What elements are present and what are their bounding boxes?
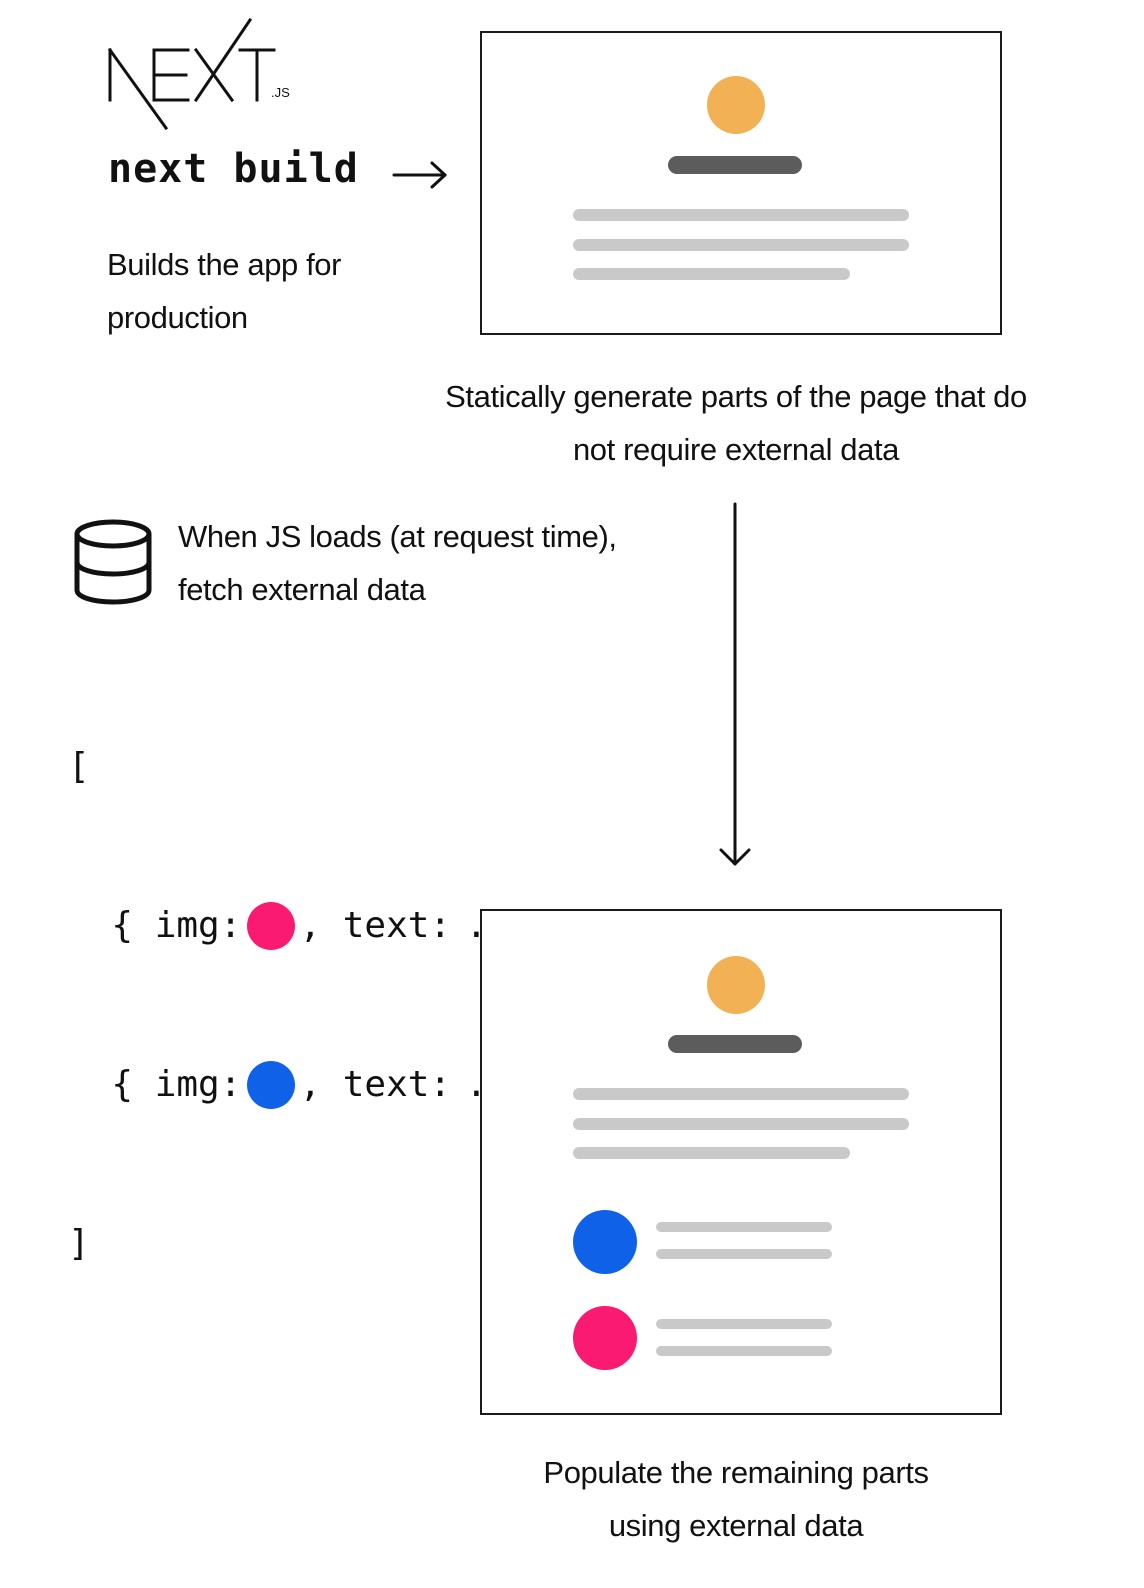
fetch-caption-line-2: fetch external data — [178, 572, 426, 607]
text-line-placeholder — [573, 1118, 909, 1130]
pink-image-dot — [573, 1306, 637, 1370]
text-line-placeholder — [573, 1147, 850, 1159]
text-line-placeholder — [573, 268, 850, 280]
code-close-bracket: ] — [68, 1223, 90, 1264]
populate-caption-line-1: Populate the remaining parts — [543, 1455, 929, 1490]
code-row: { img:, text: … }, — [68, 899, 559, 952]
arrow-right-icon — [392, 161, 447, 189]
code-row-prefix: { img: — [68, 905, 242, 946]
item-line-placeholder — [656, 1249, 832, 1259]
static-page-mockup — [480, 31, 1002, 335]
text-line-placeholder — [573, 209, 909, 221]
code-row-prefix: { img: — [68, 1064, 242, 1105]
command-label: next build — [108, 146, 359, 192]
static-caption-line-2: not require external data — [572, 432, 900, 467]
text-line-placeholder — [573, 239, 909, 251]
static-caption-line-1: Statically generate parts of the page th… — [445, 379, 1027, 414]
code-open-bracket: [ — [68, 746, 90, 787]
build-caption-line-1: Builds the app for — [107, 247, 342, 282]
blue-image-dot — [247, 1060, 296, 1109]
title-placeholder — [668, 1035, 802, 1053]
data-code-block: [ { img:, text: … }, { img:, text: … }, … — [68, 634, 559, 1323]
arrow-down-icon — [719, 502, 751, 866]
avatar-placeholder — [707, 956, 765, 1014]
populate-caption-line-2: using external data — [608, 1508, 864, 1543]
populate-caption: Populate the remaining parts using exter… — [480, 1446, 992, 1552]
item-line-placeholder — [656, 1319, 832, 1329]
text-line-placeholder — [573, 1088, 909, 1100]
build-caption: Builds the app for production — [107, 238, 427, 344]
populated-page-mockup — [480, 909, 1002, 1415]
title-placeholder — [668, 156, 802, 174]
nextjs-logo: .JS — [107, 18, 290, 131]
build-caption-line-2: production — [107, 300, 248, 335]
fetch-caption: When JS loads (at request time), fetch e… — [178, 510, 698, 616]
static-caption: Statically generate parts of the page th… — [400, 370, 1072, 476]
blue-image-dot — [573, 1210, 637, 1274]
logo-suffix: .JS — [271, 85, 290, 100]
item-line-placeholder — [656, 1346, 832, 1356]
avatar-placeholder — [707, 76, 765, 134]
pink-image-dot — [247, 901, 296, 950]
database-icon — [74, 519, 152, 605]
item-line-placeholder — [656, 1222, 832, 1232]
fetch-caption-line-1: When JS loads (at request time), — [178, 519, 617, 554]
